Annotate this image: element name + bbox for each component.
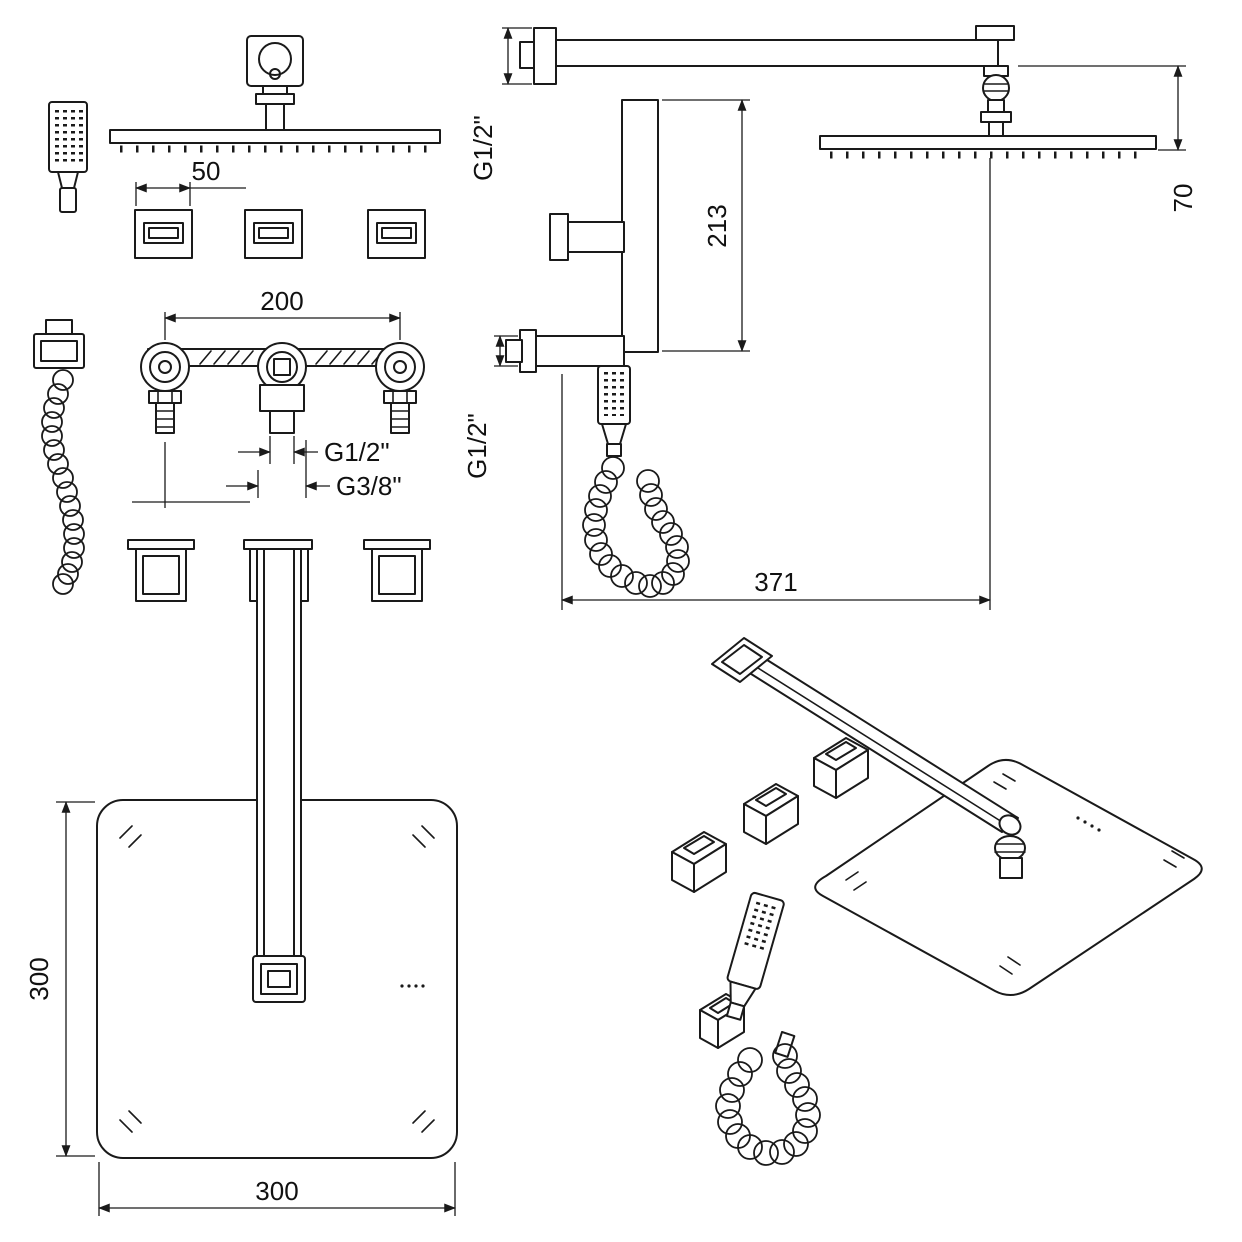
brand-mark <box>1076 816 1101 832</box>
wall-flange-top <box>519 27 557 85</box>
valve-handles-front <box>134 209 426 259</box>
valve-body-assembly <box>140 342 425 434</box>
brand-mark <box>400 984 425 988</box>
g38-front-label: G3/8" <box>336 471 402 501</box>
dimension-300-horizontal: 300 <box>98 1162 456 1216</box>
hand-shower-side <box>597 365 631 457</box>
valve-handles-iso <box>671 737 869 893</box>
dimension-50: 50 <box>135 156 246 206</box>
dimension-g12-front: G1/2" <box>238 436 390 467</box>
valve-handle <box>743 783 799 845</box>
g12-front-label: G1/2" <box>324 437 390 467</box>
isometric-view <box>671 637 1203 1166</box>
valve-handle <box>813 737 869 799</box>
hand-shower-iso <box>725 891 785 1021</box>
shower-hose-side <box>582 456 690 598</box>
hand-shower-front <box>48 101 88 213</box>
rain-head-front <box>109 129 441 153</box>
shower-arm-plan <box>243 539 313 1003</box>
valve-handle <box>134 209 193 259</box>
valve-handle <box>671 831 727 893</box>
dim-213-label: 213 <box>702 204 732 247</box>
dimension-g12-outlet: G1/2" <box>462 335 518 479</box>
plan-view: 300 300 <box>24 539 458 1216</box>
escutcheon-right <box>363 539 431 602</box>
dimension-213: 213 <box>662 99 750 352</box>
dim-300-v-label: 300 <box>24 957 54 1000</box>
ceiling-mount-bracket <box>246 35 304 131</box>
dim-50-label: 50 <box>192 156 221 186</box>
dimension-300-vertical: 300 <box>24 801 95 1157</box>
rain-head-side <box>819 135 1157 159</box>
valve-left <box>140 342 190 434</box>
shower-hose-iso <box>715 1043 821 1166</box>
ball-joint-iso <box>994 835 1026 879</box>
dimension-371: 371 <box>561 158 991 610</box>
outlet-flange-side <box>505 329 625 373</box>
valve-right <box>375 342 425 434</box>
valve-handle <box>244 209 303 259</box>
dim-300-h-label: 300 <box>255 1176 298 1206</box>
dim-371-label: 371 <box>754 567 797 597</box>
ball-joint-side <box>980 65 1012 137</box>
front-view: 50 200 <box>33 35 441 595</box>
valve-center <box>257 342 307 434</box>
escutcheon-left <box>127 539 195 602</box>
valve-handle <box>367 209 426 259</box>
shower-arm-iso <box>711 637 1022 836</box>
hand-shower-holder-front <box>33 319 85 369</box>
g12-arm-label: G1/2" <box>468 115 498 181</box>
side-view: G1/2" 70 G1/2" 213 <box>462 25 1198 610</box>
dimension-200: 200 <box>164 286 401 340</box>
holder-bar-side <box>549 99 659 353</box>
dimension-70: 70 <box>1018 65 1198 213</box>
dim-200-label: 200 <box>260 286 303 316</box>
dim-70-label: 70 <box>1168 184 1198 213</box>
shower-arm-side <box>555 25 1015 67</box>
dimension-g12-arm: G1/2" <box>468 27 532 181</box>
dimension-g38-front: G3/8" <box>132 440 402 508</box>
g12-outlet-label: G1/2" <box>462 413 492 479</box>
shower-hose-front <box>41 369 85 595</box>
